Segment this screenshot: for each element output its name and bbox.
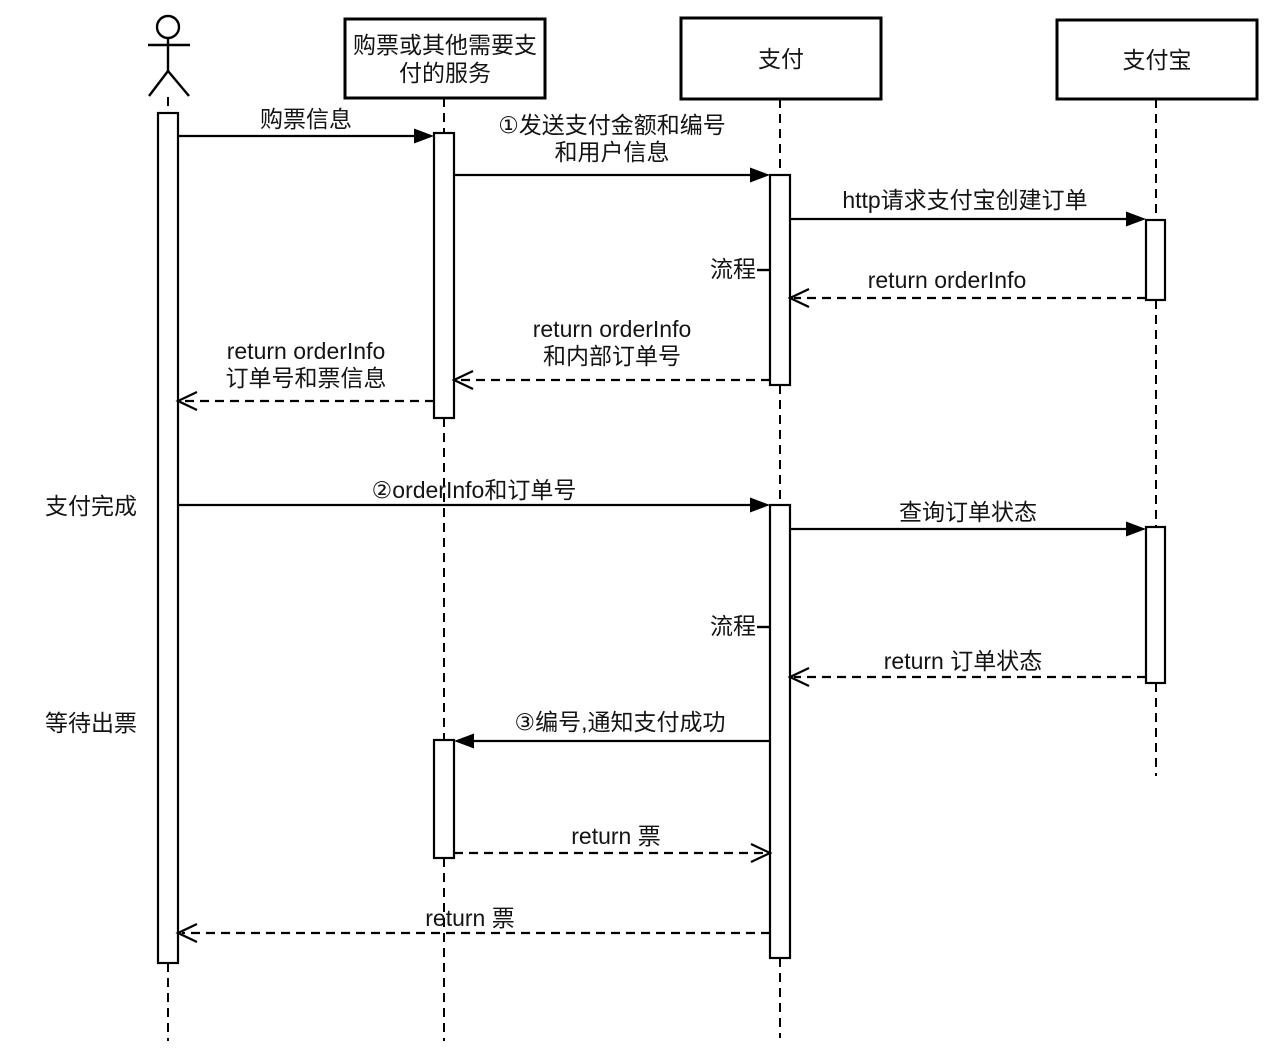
participant-title-payment: 支付 <box>681 18 881 99</box>
message-label-m8: 查询订单状态 <box>899 499 1037 525</box>
process-connectors <box>757 268 770 629</box>
process-label-1: 流程 <box>710 256 756 282</box>
arrow-m4 <box>787 288 1146 308</box>
arrow-m9 <box>787 667 1146 687</box>
activation-alipay-1 <box>1144 218 1167 302</box>
arrow-m1 <box>178 128 434 144</box>
message-label-m1: 购票信息 <box>260 106 352 132</box>
actor-left-leg <box>148 70 169 97</box>
message-label-m7: ②orderInfo和订单号 <box>371 477 577 503</box>
activation-bars <box>156 111 1167 965</box>
activation-actor <box>156 111 180 965</box>
arrow-m8 <box>790 521 1146 537</box>
message-label-m11: return 票 <box>571 823 661 849</box>
message-label-m2: ①发送支付金额和编号 和用户信息 <box>498 112 726 165</box>
activation-payment-2 <box>768 503 792 960</box>
side-note-waiting-ticket: 等待出票 <box>45 710 137 736</box>
participant-box-alipay <box>1055 18 1259 101</box>
participant-title-alipay: 支付宝 <box>1057 20 1257 99</box>
arrow-m5 <box>451 370 770 390</box>
arrow-m7 <box>178 497 770 513</box>
arrow-m11 <box>454 843 773 863</box>
message-label-m12: return 票 <box>425 905 515 931</box>
actor-right-leg <box>167 70 190 97</box>
activation-payment-1 <box>768 173 792 387</box>
lifelines <box>167 97 1157 1041</box>
participant-title-alipay-text: 支付宝 <box>1122 46 1192 73</box>
message-label-m3: http请求支付宝创建订单 <box>842 187 1088 213</box>
participant-title-ticket-service-text: 购票或其他需要支 付的服务 <box>353 31 537 86</box>
arrow-m12 <box>175 923 770 943</box>
participant-title-payment-text: 支付 <box>758 45 804 72</box>
activation-alipay-2 <box>1144 525 1167 685</box>
side-note-payment-done: 支付完成 <box>45 493 137 519</box>
participant-box-ticket-service <box>343 17 547 100</box>
return-arrows <box>175 288 1146 943</box>
sync-arrows <box>178 128 1146 749</box>
arrow-m2 <box>454 167 770 183</box>
message-label-m10: ③编号,通知支付成功 <box>514 709 726 735</box>
message-label-m4: return orderInfo <box>867 267 1027 293</box>
message-label-m9: return 订单状态 <box>883 648 1043 674</box>
participant-box-payment <box>679 16 883 101</box>
arrow-m10 <box>454 733 770 749</box>
activation-ticket-service-2 <box>432 738 456 860</box>
message-label-m5: return orderInfo 和内部订单号 <box>532 316 692 369</box>
arrow-m6 <box>175 391 434 411</box>
participant-title-ticket-service: 购票或其他需要支 付的服务 <box>345 19 545 98</box>
arrow-m3 <box>790 211 1146 227</box>
participant-boxes <box>343 16 1259 101</box>
message-label-m6: return orderInfo 订单号和票信息 <box>225 338 387 391</box>
actor-figure <box>148 14 190 97</box>
activation-ticket-service-1 <box>432 131 456 420</box>
process-label-2: 流程 <box>710 613 756 639</box>
actor-head <box>155 14 181 40</box>
